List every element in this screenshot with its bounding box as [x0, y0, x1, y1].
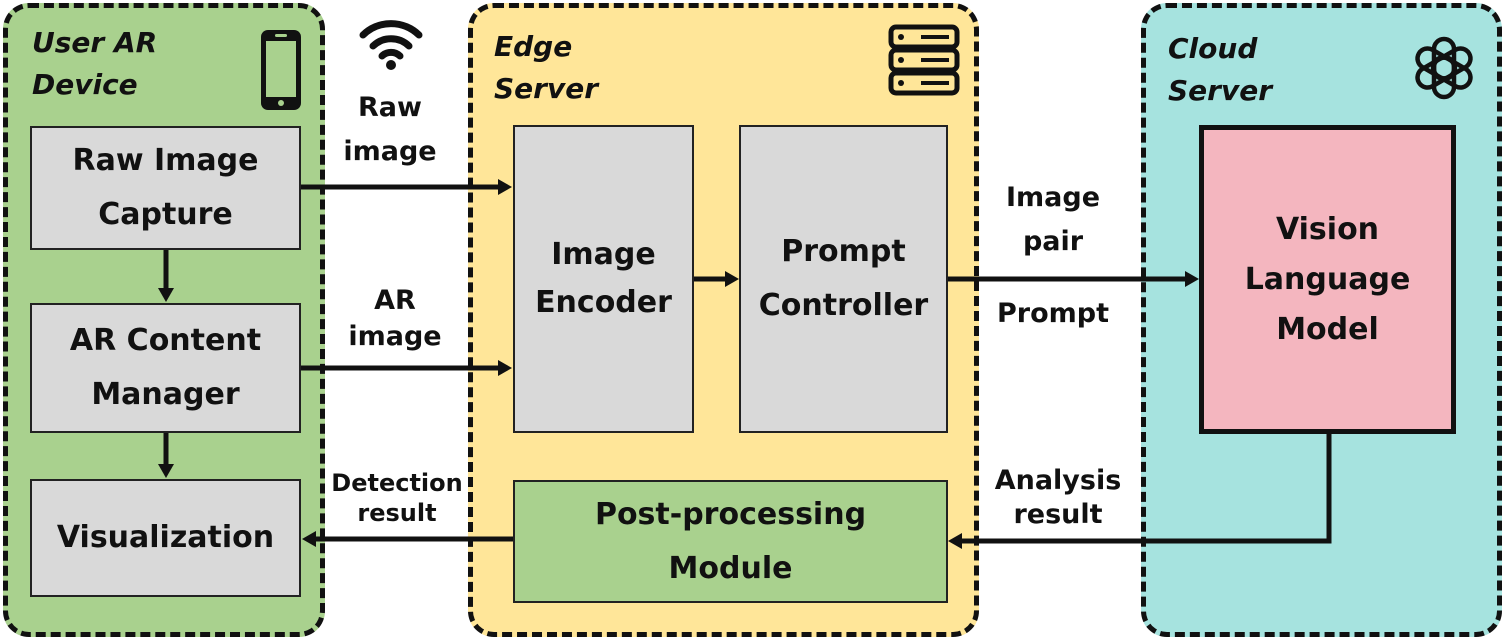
detection-result-label: Detection result — [331, 469, 463, 527]
post-processing-module-box: Post-processing Module — [513, 480, 948, 603]
server-rack-icon — [888, 24, 960, 96]
cloud-server-title: Cloud Server — [1168, 32, 1273, 107]
image-pair-label: Image pair — [1005, 182, 1101, 257]
prompt-label: Prompt — [996, 298, 1110, 329]
ar-image-label: AR image — [348, 285, 442, 352]
vision-language-model-box: Vision Language Model — [1199, 125, 1456, 434]
visualization-box: Visualization — [30, 479, 301, 597]
image-encoder-box: Image Encoder — [513, 125, 694, 433]
raw-image-capture-box: Raw Image Capture — [30, 126, 301, 250]
raw-image-label: Raw image — [343, 92, 437, 167]
arrow-vlm-to-post-processing — [957, 434, 1332, 544]
user-ar-device-title: User AR Device — [32, 26, 158, 101]
edge-server-title: Edge Server — [494, 30, 599, 105]
analysis-result-label: Analysis result — [994, 465, 1122, 530]
prompt-controller-box: Prompt Controller — [739, 125, 948, 433]
ar-content-manager-box: AR Content Manager — [30, 303, 301, 433]
openai-logo-icon — [1415, 36, 1473, 100]
wifi-icon — [359, 20, 423, 70]
smartphone-icon — [261, 30, 301, 110]
